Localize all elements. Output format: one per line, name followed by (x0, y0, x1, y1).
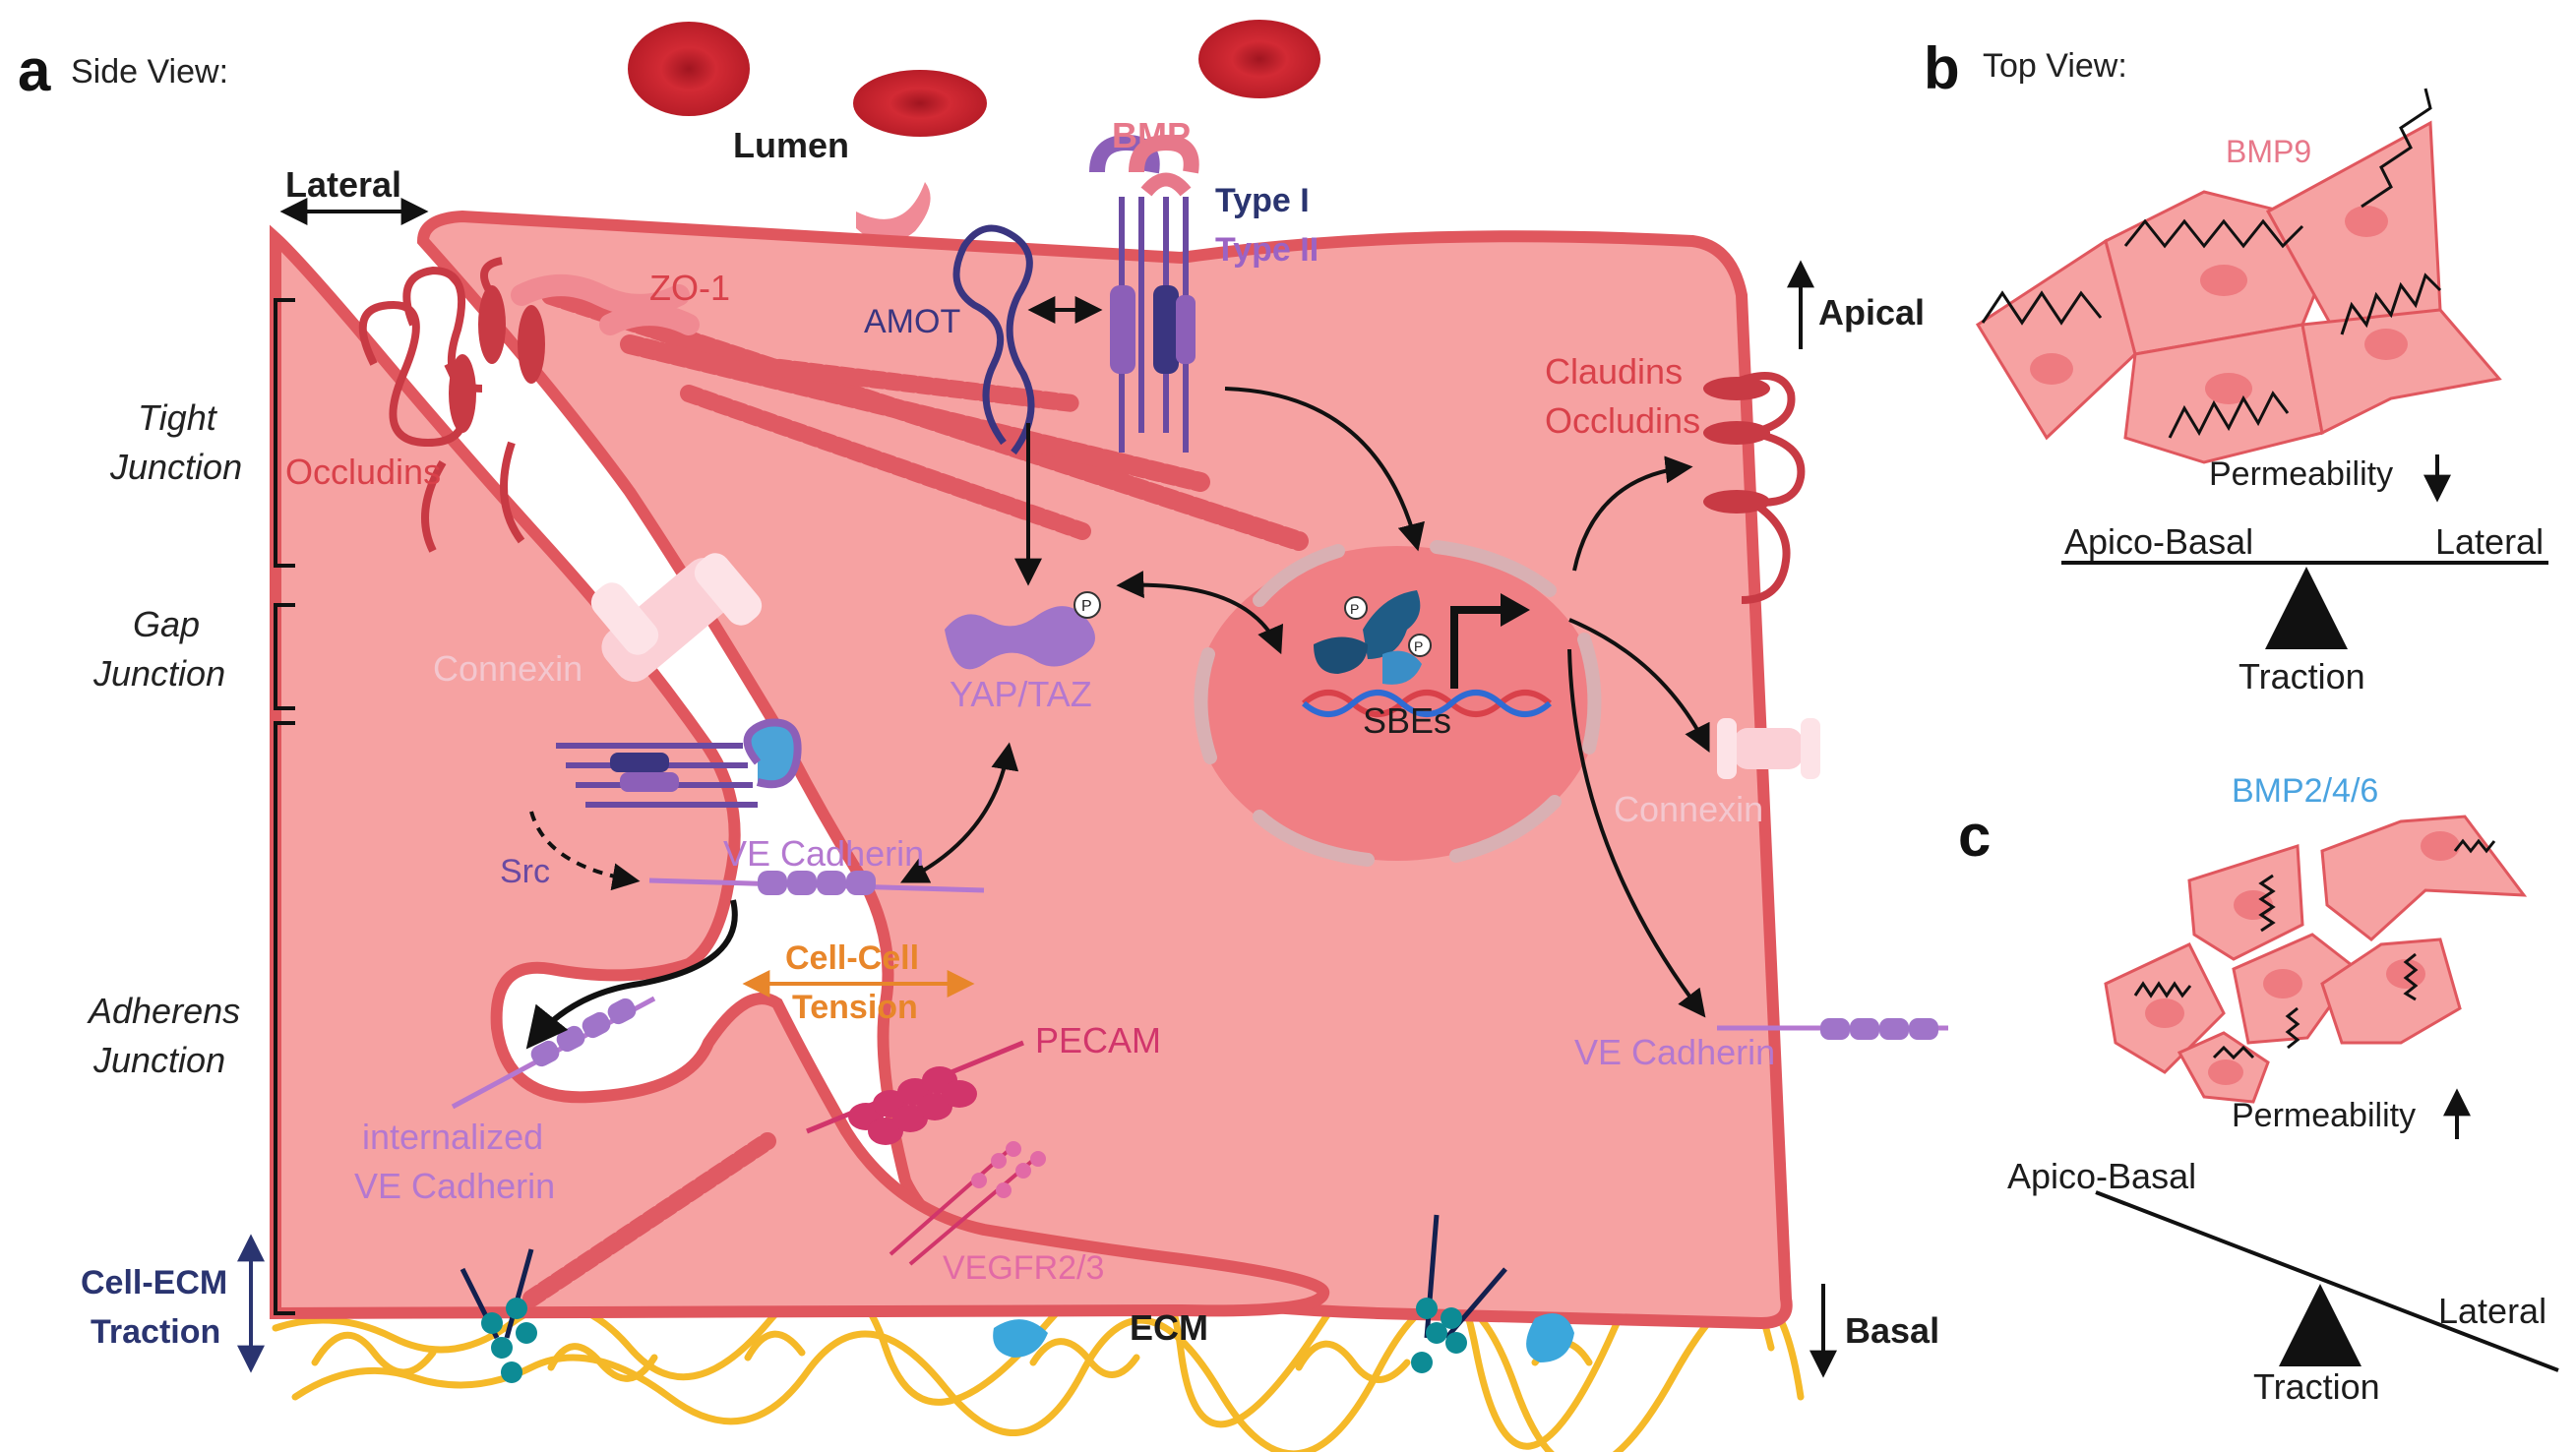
claudins-label: Claudins (1545, 351, 1683, 392)
ve-cadherin-label: VE Cadherin (723, 833, 924, 874)
gap-junction-line2: Junction (92, 653, 225, 694)
basal-label: Basal (1845, 1310, 1939, 1351)
lateral-c-label: Lateral (2438, 1291, 2546, 1331)
amot-protein (952, 224, 1035, 455)
apico-basal-b-label: Apico-Basal (2064, 521, 2253, 562)
rbc-1 (628, 22, 750, 116)
balance-beam-c (2095, 1190, 2559, 1372)
tight-junction-line1: Tight (138, 397, 218, 438)
internalized-line1: internalized (362, 1117, 543, 1157)
occludins-right-label: Occludins (1545, 400, 1700, 441)
fulcrum-b (2265, 567, 2348, 649)
tight-junction-line2: Junction (109, 447, 242, 487)
yap-taz-label: YAP/TAZ (950, 674, 1092, 714)
left-cell-body (270, 224, 1329, 1320)
ve-cadherin-junction (451, 718, 1948, 1110)
p-label-1: P (1350, 601, 1359, 617)
bmp-receptor-complex (1089, 134, 1199, 453)
type-ii-label: Type II (1215, 231, 1319, 269)
signaling-arrows (525, 296, 1710, 1050)
yap-taz-protein: P (945, 591, 1101, 670)
nucleus: P P (1194, 540, 1602, 867)
vegfr-protein (889, 1141, 1046, 1266)
bmp9-label: BMP9 (2226, 134, 2311, 169)
panel-a-letter: a (18, 37, 51, 103)
fulcrum-c (2279, 1284, 2361, 1366)
panel-c-letter: c (1958, 803, 1991, 869)
connexin-left (590, 553, 763, 683)
yap-p-label: P (1081, 598, 1092, 615)
amot-label: AMOT (864, 303, 960, 340)
traction-c-label: Traction (2253, 1366, 2380, 1407)
side-view-title: Side View: (71, 53, 228, 91)
connexin-right (1717, 718, 1820, 779)
integrins (460, 1214, 1574, 1383)
p-label-2: P (1414, 638, 1423, 654)
gap-junction-line1: Gap (133, 604, 200, 644)
internalized-line2: VE Cadherin (354, 1166, 555, 1206)
panel-b-letter: b (1924, 35, 1960, 101)
traction-b-label: Traction (2239, 656, 2365, 696)
occludins-left (358, 257, 545, 553)
vegfr-label: VEGFR2/3 (943, 1249, 1104, 1287)
top-view-title: Top View: (1983, 47, 2127, 85)
src-label: Src (500, 853, 550, 890)
occludins-label: Occludins (285, 452, 441, 492)
bmp-free-ligand (856, 182, 931, 243)
bmp-label: BMP (1112, 115, 1191, 155)
permeability-c-label: Permeability (2232, 1097, 2416, 1134)
red-blood-cells (628, 20, 1320, 243)
ve-cadherin-right-label: VE Cadherin (1574, 1032, 1775, 1072)
bmp246-cell-sheet (2104, 815, 2528, 1104)
zo1-label: ZO-1 (649, 268, 730, 308)
ecm-label: ECM (1130, 1307, 1208, 1348)
bmp9-junction-zigzags (1981, 88, 2442, 439)
panel-c: c BMP2/4/6 Permeability Apico-Basal Late… (1958, 772, 2559, 1407)
junction-brackets (274, 298, 295, 1315)
connexin-left-label: Connexin (433, 648, 583, 689)
bmp246-label: BMP2/4/6 (2232, 772, 2378, 810)
bmp246-spring-zigzags (2133, 838, 2496, 1060)
permeability-b-label: Permeability (2209, 455, 2393, 493)
cell-cell-line2: Tension (792, 989, 918, 1026)
panel-a: a Side View: Lumen (18, 20, 1948, 1452)
apico-basal-c-label: Apico-Basal (2007, 1156, 2196, 1196)
zo1-actin-filaments (511, 274, 1309, 1307)
pecam-protein (806, 1040, 1024, 1145)
lateral-b-label: Lateral (2435, 521, 2544, 562)
rbc-3 (1198, 20, 1320, 98)
apical-label: Apical (1818, 292, 1925, 333)
lateral-label: Lateral (285, 164, 401, 205)
cell-ecm-line2: Traction (91, 1313, 220, 1351)
pecam-label: PECAM (1035, 1020, 1161, 1060)
cell-ecm-line1: Cell-ECM (81, 1264, 227, 1301)
adherens-junction-line1: Adherens (87, 991, 240, 1031)
connexin-right-label: Connexin (1614, 789, 1763, 829)
rbc-2 (853, 70, 987, 137)
cell-cell-line1: Cell-Cell (785, 939, 919, 977)
type-i-label: Type I (1215, 182, 1310, 219)
claudins-occludins-right (1703, 372, 1806, 604)
sbes-label: SBEs (1363, 700, 1451, 741)
lumen-label: Lumen (733, 125, 849, 165)
adherens-junction-line2: Junction (92, 1040, 225, 1080)
panel-b: b Top View: BMP9 Permeability Apico-Basa… (1924, 35, 2548, 696)
